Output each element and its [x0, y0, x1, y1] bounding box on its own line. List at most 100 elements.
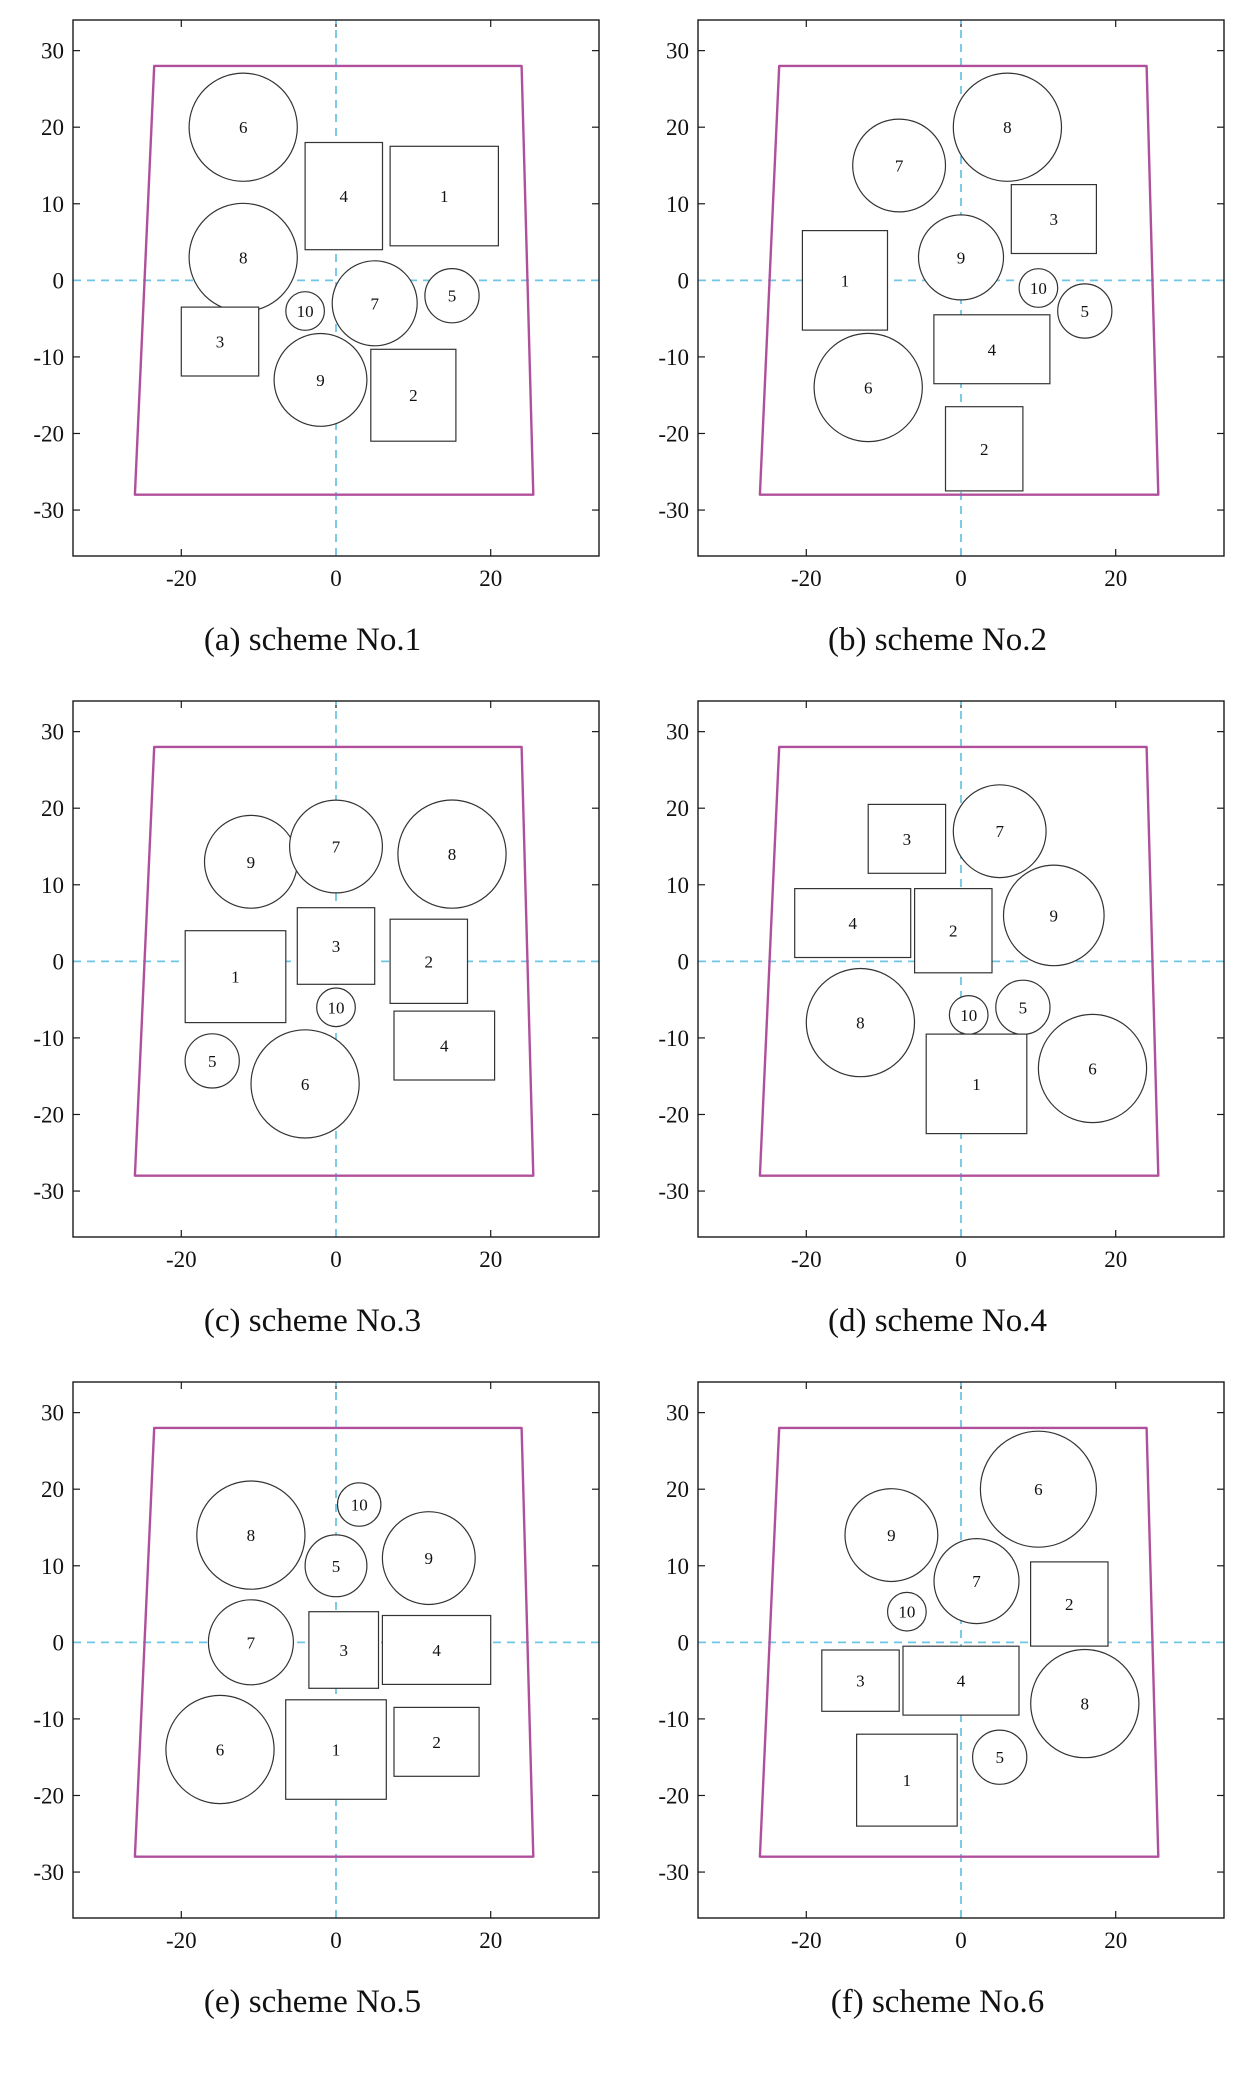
item-label-8: 8: [447, 845, 456, 864]
y-tick-label: 10: [41, 192, 64, 217]
item-label-10: 10: [327, 998, 344, 1017]
x-tick-label: 20: [1104, 1247, 1127, 1272]
y-tick-label: 20: [666, 796, 689, 821]
caption-b: (b) scheme No.2: [827, 622, 1047, 658]
y-tick-label: 10: [666, 1554, 689, 1579]
circle-item-9: [917, 214, 1004, 301]
rect-item-2: [913, 888, 993, 974]
y-tick-label: 0: [677, 1630, 689, 1655]
item-label-9: 9: [956, 248, 965, 267]
item-label-10: 10: [296, 302, 313, 321]
circle-item-7: [331, 260, 418, 347]
item-label-2: 2: [979, 440, 988, 459]
rect-item-4: [381, 1614, 491, 1686]
item-label-7: 7: [246, 1633, 255, 1652]
item-label-9: 9: [1049, 906, 1058, 925]
rect-item-3: [180, 306, 259, 377]
circle-item-7: [851, 118, 946, 213]
y-tick-label: 20: [41, 1477, 64, 1502]
item-label-8: 8: [1003, 118, 1012, 137]
y-tick-label: -30: [33, 1179, 64, 1204]
y-tick-label: 20: [666, 115, 689, 140]
y-tick-label: 30: [41, 720, 64, 745]
caption-a: (a) scheme No.1: [203, 622, 422, 658]
container-boundary: [133, 64, 534, 496]
item-label-8: 8: [238, 248, 247, 267]
container-boundary: [758, 64, 1159, 496]
y-tick-label: 30: [666, 1401, 689, 1426]
x-tick-label: 0: [955, 1247, 967, 1272]
item-label-8: 8: [1080, 1695, 1089, 1714]
y-tick-label: 30: [666, 39, 689, 64]
y-tick-label: 20: [41, 796, 64, 821]
y-tick-label: 0: [52, 1630, 64, 1655]
y-tick-label: -20: [658, 1783, 689, 1808]
item-label-3: 3: [331, 937, 340, 956]
caption-e: (e) scheme No.5: [203, 1984, 422, 2020]
rect-item-2: [1029, 1561, 1109, 1647]
y-tick-label: -20: [33, 1102, 64, 1127]
x-tick-label: 0: [330, 566, 342, 591]
item-label-6: 6: [1088, 1060, 1097, 1079]
x-tick-label: -20: [790, 1928, 821, 1953]
y-tick-label: -10: [33, 345, 64, 370]
item-label-5: 5: [1018, 998, 1027, 1017]
rect-item-2: [369, 348, 456, 442]
x-tick-label: -20: [790, 566, 821, 591]
y-tick-label: -20: [33, 421, 64, 446]
container-boundary: [133, 1426, 534, 1858]
y-tick-label: 10: [666, 873, 689, 898]
axes-frame: [696, 1381, 1225, 1919]
item-label-2: 2: [432, 1733, 441, 1752]
y-tick-label: 0: [52, 268, 64, 293]
item-label-10: 10: [960, 1006, 977, 1025]
circle-item-8: [195, 1480, 306, 1590]
y-tick-label: -10: [33, 1707, 64, 1732]
y-tick-label: -20: [33, 1783, 64, 1808]
circle-item-9: [381, 1511, 476, 1606]
item-label-5: 5: [447, 287, 456, 306]
circle-item-10: [284, 291, 325, 331]
item-label-4: 4: [987, 340, 996, 359]
item-label-10: 10: [1029, 279, 1046, 298]
y-tick-label: 10: [666, 192, 689, 217]
item-label-1: 1: [972, 1075, 981, 1094]
x-tick-label: 0: [955, 566, 967, 591]
circle-item-10: [886, 1591, 927, 1632]
item-label-1: 1: [331, 1741, 340, 1760]
rect-item-1: [801, 230, 888, 331]
caption-d: (d) scheme No.4: [827, 1303, 1047, 1339]
circle-item-6: [979, 1430, 1097, 1548]
circle-item-7: [932, 1538, 1020, 1625]
item-label-1: 1: [440, 187, 449, 206]
item-label-4: 4: [848, 914, 857, 933]
y-tick-label: -10: [658, 1707, 689, 1732]
rect-item-2: [392, 1706, 480, 1777]
y-tick-label: 10: [41, 1554, 64, 1579]
item-label-2: 2: [949, 922, 958, 941]
caption-c: (c) scheme No.3: [203, 1303, 422, 1339]
circle-item-7: [207, 1599, 294, 1686]
rect-item-3: [296, 907, 375, 985]
item-label-3: 3: [339, 1641, 348, 1660]
item-label-3: 3: [856, 1672, 865, 1691]
rect-item-1: [925, 1033, 1027, 1135]
item-label-6: 6: [1034, 1480, 1043, 1499]
axes-frame: [696, 19, 1225, 557]
rect-item-2: [389, 918, 468, 1004]
axes-frame: [71, 19, 600, 557]
item-label-5: 5: [1080, 302, 1089, 321]
item-label-2: 2: [409, 386, 418, 405]
